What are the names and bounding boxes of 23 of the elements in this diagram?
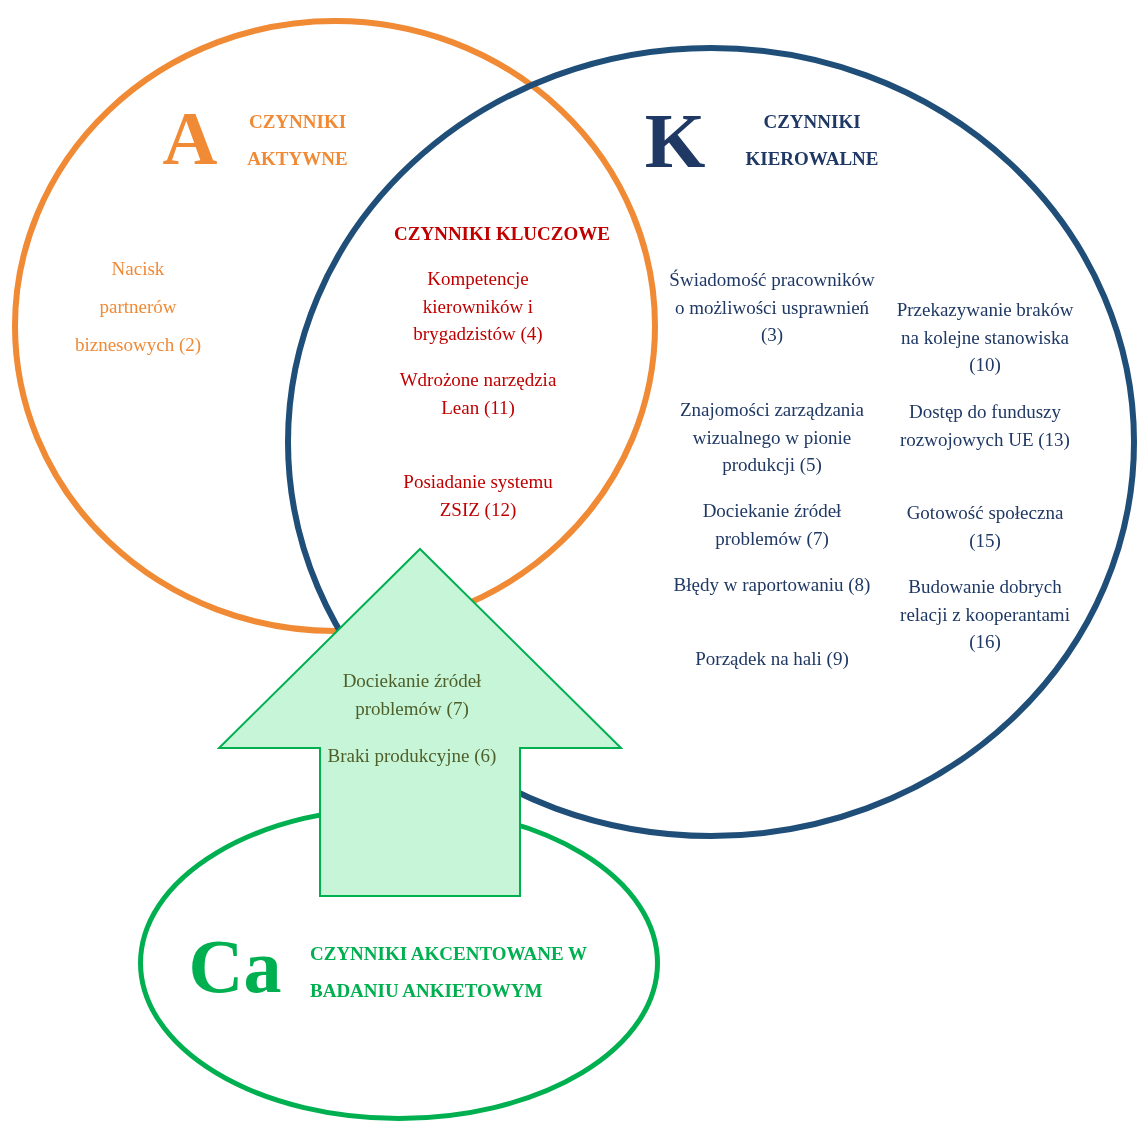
factor-text: Nacisk partnerów biznesowych (2) (73, 257, 203, 357)
up-arrow-shape (218, 548, 622, 897)
factor-text: Dociekanie źródeł problemów (7) (701, 499, 843, 551)
factor-text: Dociekanie źródeł problemów (7) (341, 669, 483, 721)
factor-text: Znajomości zarządzania wizualnego w pionie produkcji (5) (678, 398, 866, 477)
factor-text: Kompetencje kierowników i brygadzistów (4) (412, 267, 544, 346)
section-heading: CZYNNIKI KLUCZOWE (393, 222, 611, 246)
category-heading: CZYNNIKI AKTYWNE (246, 110, 349, 171)
factor-text: Przekazywanie braków na kolejne stanowiska (10) (895, 298, 1075, 377)
factor-text: Dostęp do funduszy rozwojowych UE (13) (899, 400, 1071, 452)
letter-symbol: A (161, 100, 219, 176)
factor-text: Posiadanie systemu ZSIZ (12) (402, 470, 554, 522)
factor-text: Budowanie dobrych relacji z kooperantami (16) (899, 575, 1071, 654)
letter-symbol: K (643, 102, 707, 180)
factor-text: Gotowość społeczna (15) (905, 501, 1065, 553)
factor-text: Braki produkcyjne (6) (327, 744, 497, 768)
factor-text: Świadomość pracowników o możliwości usprawnień (3) (668, 268, 876, 347)
factor-text: Błędy w raportowaniu (8) (672, 573, 872, 597)
category-heading: CZYNNIKI KIEROWALNE (744, 110, 880, 171)
letter-symbol: Ca (187, 928, 283, 1004)
category-heading: CZYNNIKI AKCENTOWANE W BADANIU ANKIETOWYM (310, 942, 588, 1003)
factor-text: Porządek na hali (9) (694, 647, 850, 671)
factor-text: Wdrożone narzędzia Lean (11) (398, 368, 558, 420)
